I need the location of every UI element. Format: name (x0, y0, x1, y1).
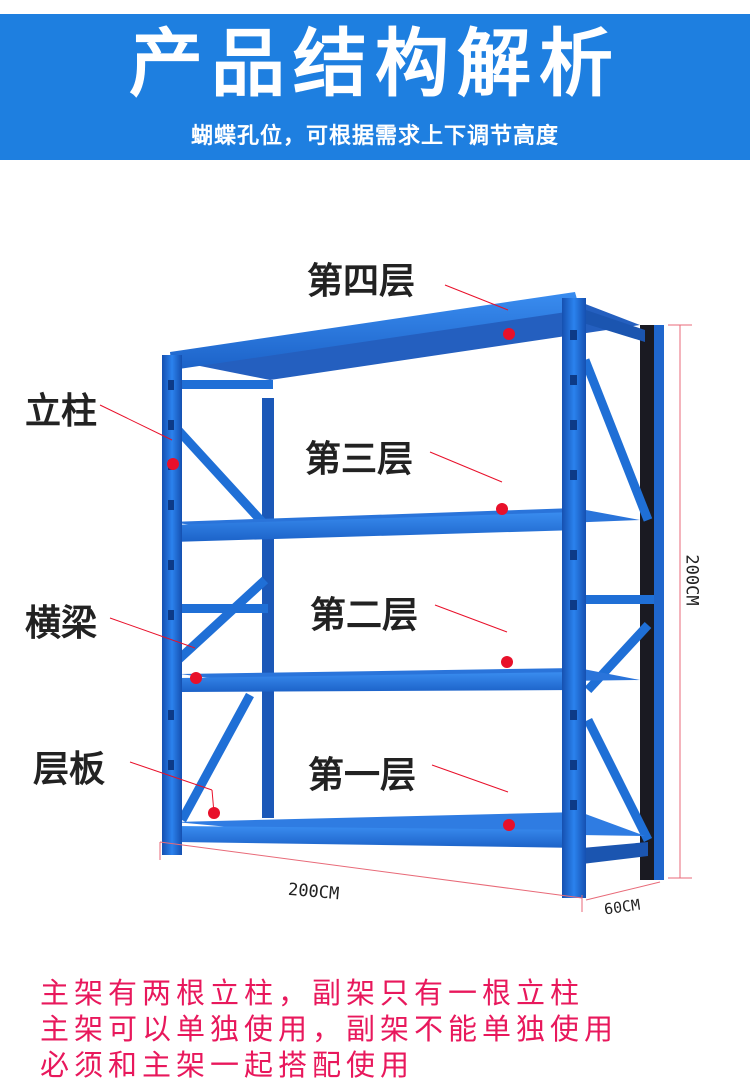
left-brace (174, 426, 269, 823)
shelf-level-1 (175, 812, 648, 864)
header-banner (0, 14, 750, 160)
dimension-lines (159, 324, 692, 912)
leader-lines (99, 284, 509, 814)
shelf-level-3 (170, 508, 640, 542)
shelf-rack-illustration (99, 284, 692, 912)
label-layer-2: 第二层 (310, 595, 419, 636)
note-line-3: 必须和主架一起搭配使用 (40, 1048, 415, 1082)
side-cross-bars (178, 380, 654, 613)
label-layer-3: 第三层 (305, 439, 414, 480)
usage-notes: 主架有两根立柱，副架只有一根立柱 主架可以单独使用，副架不能单独使用 必须和主架… (40, 975, 720, 1083)
label-shelf-board: 层板 (33, 749, 106, 790)
front-upright-left (162, 355, 182, 855)
marker-dots (167, 328, 515, 831)
page-subtitle: 蝴蝶孔位，可根据需求上下调节高度 (190, 124, 559, 149)
shelf-structure-figure: 第四层 第三层 第二层 第一层 立柱 横梁 层板 200CM 200CM 60C… (0, 230, 750, 930)
page-title: 产品结构解析 (129, 21, 621, 107)
shelf-level-2 (180, 668, 640, 692)
label-layer-1: 第一层 (308, 755, 417, 796)
note-line-2: 主架可以单独使用，副架不能单独使用 (40, 1012, 619, 1046)
label-layer-4: 第四层 (307, 261, 416, 302)
front-upright-right (562, 298, 586, 898)
shelf-level-4 (170, 292, 645, 380)
note-line-1: 主架有两根立柱，副架只有一根立柱 (40, 976, 585, 1010)
label-beam: 横梁 (25, 603, 98, 644)
dimension-height: 200CM (681, 554, 702, 606)
label-upright: 立柱 (25, 391, 98, 432)
